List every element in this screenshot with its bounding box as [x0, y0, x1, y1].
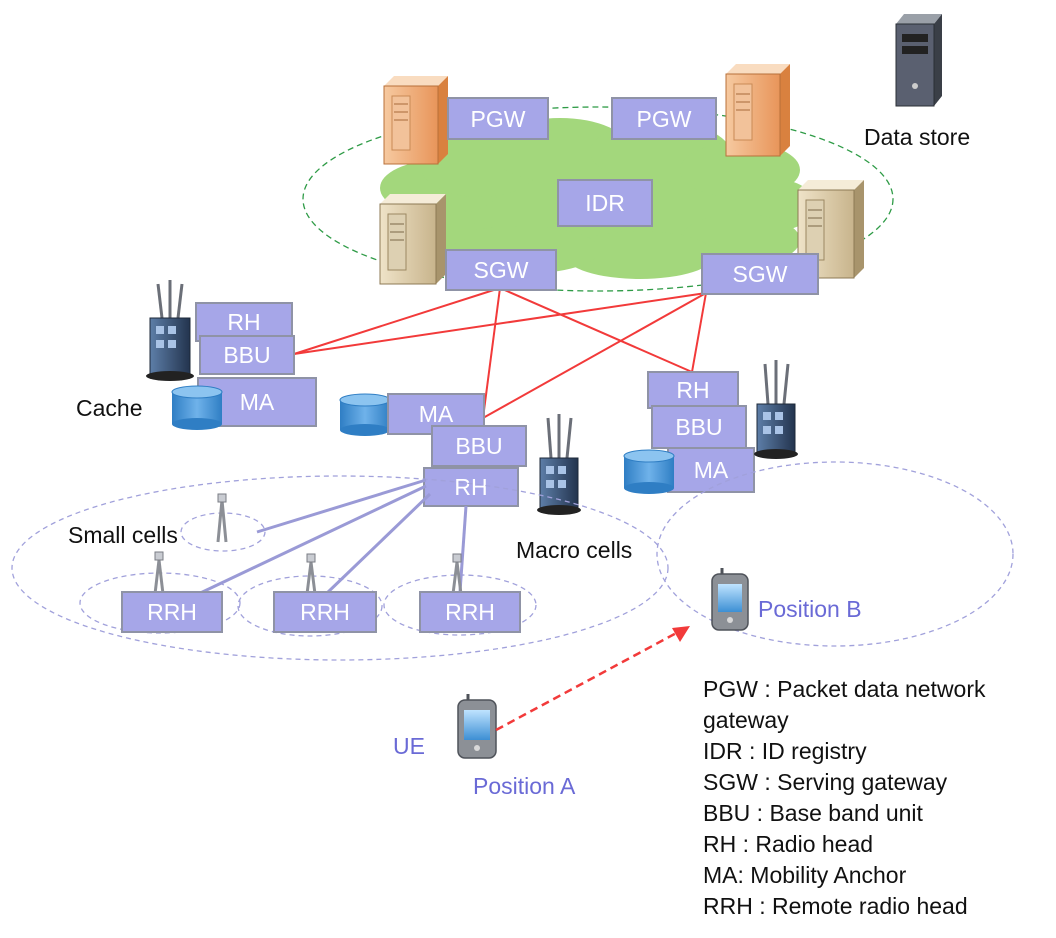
legend-line-7: MA: Mobility Anchor [703, 862, 907, 888]
idr-box: IDR [557, 179, 653, 227]
pgw-left-server-icon [383, 76, 448, 165]
ue-label: UE [393, 733, 425, 759]
legend-line-1: PGW : Packet data network [703, 676, 986, 702]
sgw-left-box: SGW [445, 249, 557, 291]
left-bbu-label: BBU [223, 342, 270, 368]
macro-cell-right-ellipse [656, 461, 1014, 647]
rrh-2-antenna-icon [305, 553, 317, 595]
right-site-tower-icon [754, 360, 798, 459]
center-site-tower-icon [537, 414, 581, 515]
center-bbu-label: BBU [455, 433, 502, 459]
left-rh-box: RH [195, 302, 293, 342]
small-cells-label: Small cells [68, 522, 178, 548]
right-ma-box: MA [667, 447, 755, 493]
macro-cells-label: Macro cells [516, 537, 632, 563]
fronthaul-links [193, 478, 468, 598]
data-store-label: Data store [864, 124, 970, 150]
handover-arrow [495, 626, 690, 732]
center-cache-icon [339, 393, 391, 436]
small-cell-2-ellipse [237, 575, 383, 637]
left-site-tower-icon [146, 280, 194, 381]
backhaul-links [293, 287, 707, 419]
rrh-1-antenna-icon [153, 551, 165, 595]
core-network-ellipse [302, 106, 894, 292]
right-bbu-label: BBU [675, 414, 722, 440]
legend-line-4: SGW : Serving gateway [703, 769, 948, 795]
rrh-1-label: RRH [147, 599, 197, 625]
center-rh-box: RH [423, 467, 519, 507]
sgw-left-label: SGW [474, 257, 529, 283]
pgw-right-label: PGW [637, 106, 692, 132]
sgw-left-server-icon [379, 194, 446, 285]
macro-cell-left-ellipse [11, 475, 669, 661]
rrh-3-antenna-icon [451, 553, 463, 595]
ue-position-b-phone-icon [711, 568, 749, 631]
position-a-label: Position A [473, 773, 576, 799]
center-rh-label: RH [454, 474, 487, 500]
legend-line-8: RRH : Remote radio head [703, 893, 968, 919]
rrh-3-box: RRH [419, 591, 521, 633]
rrh-2-label: RRH [300, 599, 350, 625]
legend-line-2: gateway [703, 707, 789, 733]
right-cache-icon [623, 449, 675, 494]
data-store-icon [895, 14, 942, 107]
rrh-3-label: RRH [445, 599, 495, 625]
left-ma-label: MA [240, 389, 275, 415]
left-cache-icon [171, 385, 223, 430]
legend: PGW : Packet data network gateway IDR : … [703, 676, 986, 919]
small-cell-antenna-icon [216, 493, 228, 543]
right-bbu-box: BBU [651, 405, 747, 449]
left-bbu-box: BBU [199, 335, 295, 375]
left-rh-label: RH [227, 309, 260, 335]
center-bbu-box: BBU [431, 425, 527, 467]
pgw-right-server-icon [725, 64, 790, 157]
right-rh-label: RH [676, 377, 709, 403]
cache-label: Cache [76, 395, 142, 421]
legend-line-3: IDR : ID registry [703, 738, 867, 764]
pgw-left-label: PGW [471, 106, 526, 132]
sgw-right-box: SGW [701, 253, 819, 295]
pgw-left-box: PGW [447, 97, 549, 140]
legend-line-6: RH : Radio head [703, 831, 873, 857]
right-rh-box: RH [647, 371, 739, 409]
right-ma-label: MA [694, 457, 729, 483]
idr-label: IDR [585, 190, 625, 216]
rrh-2-box: RRH [273, 591, 377, 633]
sgw-right-label: SGW [733, 261, 788, 287]
legend-line-5: BBU : Base band unit [703, 800, 924, 826]
sgw-right-server-icon [797, 180, 864, 279]
rrh-1-box: RRH [121, 591, 223, 633]
pgw-right-box: PGW [611, 97, 717, 140]
ue-position-a-phone-icon [457, 694, 497, 759]
center-ma-label: MA [419, 401, 454, 427]
position-b-label: Position B [758, 596, 862, 622]
